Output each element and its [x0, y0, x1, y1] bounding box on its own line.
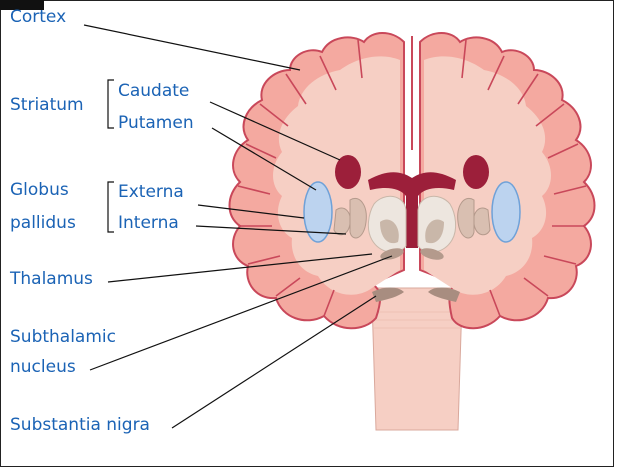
caudate-right	[463, 155, 489, 189]
leader-cortex	[84, 25, 300, 70]
label-putamen: Putamen	[118, 113, 194, 133]
label-nucleus: nucleus	[10, 357, 76, 377]
brainstem	[372, 288, 462, 430]
label-interna: Interna	[118, 213, 179, 233]
putamen-right	[492, 182, 520, 242]
label-striatum: Striatum	[10, 95, 84, 115]
label-globus: Globus	[10, 180, 69, 200]
label-substantia-nigra: Substantia nigra	[10, 415, 150, 435]
striatum-bracket	[108, 80, 114, 128]
label-thalamus: Thalamus	[9, 269, 93, 289]
label-subthalamic: Subthalamic	[10, 327, 116, 347]
label-pallidus: pallidus	[10, 213, 76, 233]
label-caudate: Caudate	[118, 81, 189, 101]
label-externa: Externa	[118, 182, 184, 202]
label-cortex: Cortex	[10, 7, 66, 27]
globus-pallidus-bracket	[108, 182, 114, 232]
leader-substantia-nigra	[172, 296, 376, 428]
